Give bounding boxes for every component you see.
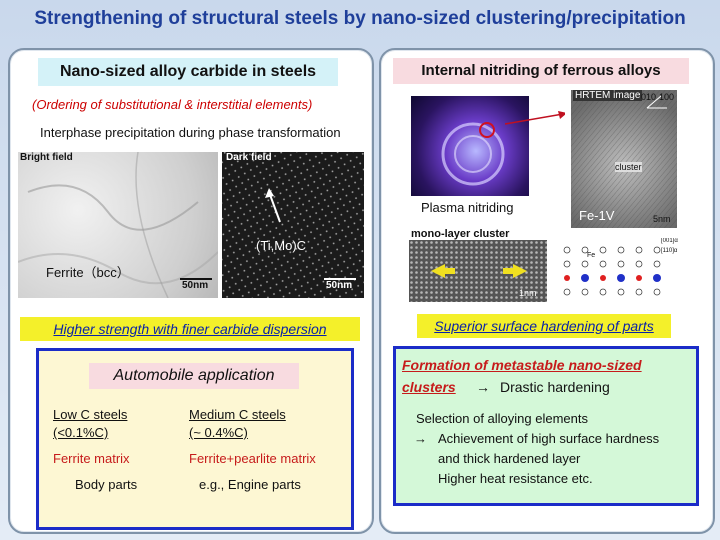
hrtem-texture — [571, 90, 677, 228]
drastic-hardening: Drastic hardening — [500, 379, 610, 395]
medium-c-title-1: Medium C steels — [189, 407, 286, 422]
thick-layer-line: and thick hardened layer — [438, 451, 581, 466]
monolayer-texture — [409, 240, 547, 302]
carbide-heading: Nano-sized alloy carbide in steels — [38, 58, 338, 86]
formation-arrow: → — [476, 379, 490, 395]
ferrite-label: Ferrite（bcc） — [46, 265, 130, 280]
dark-scale-label: 50nm — [326, 280, 353, 291]
monolayer-scale-label: 1nm — [519, 288, 537, 298]
hrtem-label: HRTEM image — [573, 90, 643, 101]
cluster-label: cluster — [615, 162, 642, 172]
strength-bar: Higher strength with finer carbide dispe… — [20, 317, 360, 341]
bright-field-texture — [18, 152, 218, 298]
automobile-box: Automobile application Low C steels (<0.… — [36, 348, 354, 530]
lattice-schematic: [001]α [110]α Fe — [557, 238, 681, 304]
lattice-diagram — [563, 246, 661, 296]
hrtem-scale-label: 5nm — [653, 214, 671, 224]
surface-bar: Superior surface hardening of parts — [417, 314, 671, 338]
monolayer-image: 1nm — [409, 240, 547, 302]
monolayer-label: mono-layer cluster — [411, 228, 510, 240]
plasma-photo — [411, 96, 529, 196]
fe-1v-label: Fe-1V — [579, 208, 615, 223]
dark-scale-bar — [324, 278, 356, 280]
heat-resistance-line: Higher heat resistance etc. — [438, 471, 593, 486]
selection-arrow: → — [414, 431, 427, 446]
nitriding-panel: Internal nitriding of ferrous alloys Pla… — [379, 48, 715, 534]
hrtem-index-2: 100 — [659, 92, 675, 102]
low-c-use: Body parts — [75, 477, 138, 492]
low-c-matrix: Ferrite matrix — [53, 451, 130, 466]
hrtem-index-1: 010 — [641, 92, 657, 102]
carbide-panel: Nano-sized alloy carbide in steels (Orde… — [8, 48, 374, 534]
medium-c-title-2: (~ 0.4%C) — [189, 425, 248, 440]
formation-line2: clusters — [402, 379, 456, 395]
nitriding-heading: Internal nitriding of ferrous alloys — [393, 58, 689, 84]
medium-c-matrix: Ferrite+pearlite matrix — [189, 451, 316, 466]
achievement-line: Achievement of high surface hardness — [438, 431, 660, 446]
carbide-label: (Ti,Mo)C — [256, 238, 307, 253]
page-title: Strengthening of structural steels by na… — [34, 8, 686, 29]
automobile-heading: Automobile application — [89, 363, 299, 389]
formation-line1: Formation of metastable nano-sized — [402, 357, 642, 373]
bright-field-micrograph: Bright field Ferrite（bcc） 50nm — [18, 152, 218, 298]
bright-field-label: Bright field — [20, 152, 73, 163]
lattice-axis-1: [001]α — [661, 238, 678, 244]
dark-field-micrograph: Dark field (Ti,Mo)C 50nm — [222, 152, 364, 298]
lattice-fe-label: Fe — [587, 252, 596, 259]
zoom-arrow — [505, 111, 565, 125]
bright-scale-bar — [180, 278, 212, 280]
low-c-title-1: Low C steels — [53, 407, 128, 422]
lattice-axis-2: [110]α — [661, 248, 678, 254]
hrtem-image: HRTEM image 010 100 cluster Fe-1V 5nm — [571, 90, 677, 228]
dark-field-texture — [222, 152, 364, 298]
dark-field-label: Dark field — [226, 152, 272, 163]
selection-line: Selection of alloying elements — [416, 411, 588, 426]
ordering-subheading: (Ordering of substitutional & interstiti… — [32, 97, 313, 112]
plasma-label: Plasma nitriding — [421, 200, 514, 215]
interphase-description: Interphase precipitation during phase tr… — [40, 125, 341, 140]
plasma-glow — [441, 122, 505, 186]
medium-c-use: e.g., Engine parts — [199, 477, 301, 492]
low-c-title-2: (<0.1%C) — [53, 425, 109, 440]
bright-scale-label: 50nm — [182, 280, 209, 291]
formation-box: Formation of metastable nano-sized clust… — [393, 346, 699, 506]
